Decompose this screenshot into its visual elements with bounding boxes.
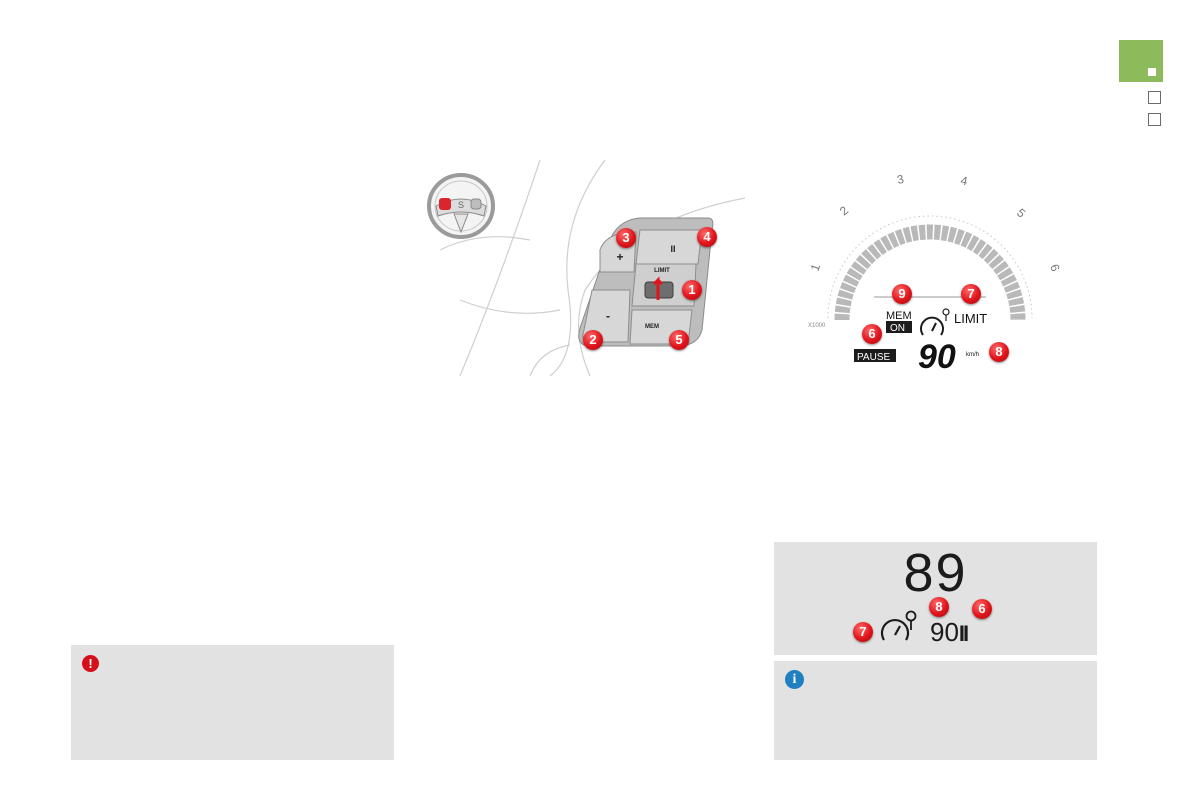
mem-indicator: MEM xyxy=(886,310,912,322)
hud-callout-8: 8 xyxy=(929,597,949,617)
speed-limiter-gauge-icon xyxy=(920,308,950,336)
plus-button-symbol: + xyxy=(616,250,623,264)
steering-wheel-thumbnail: S xyxy=(424,170,499,242)
info-panel xyxy=(774,661,1097,760)
hud-speed-limiter-icon xyxy=(880,604,920,644)
callout-2: 2 xyxy=(583,330,603,350)
speed-unit: km/h xyxy=(966,352,979,358)
chapter-tab-marker xyxy=(1148,68,1156,76)
tach-tick-6: 6 xyxy=(1047,262,1063,273)
chapter-tab-box-1[interactable] xyxy=(1148,91,1161,104)
mem-button-label: MEM xyxy=(645,324,659,330)
minus-button-symbol: - xyxy=(606,309,610,323)
hud-current-speed: 89 xyxy=(903,543,968,603)
callout-9: 9 xyxy=(892,284,912,304)
hud-pause-symbol: II xyxy=(958,621,969,646)
callout-3: 3 xyxy=(616,228,636,248)
callout-5: 5 xyxy=(669,330,689,350)
callout-4: 4 xyxy=(697,227,717,247)
pause-indicator: PAUSE xyxy=(857,352,890,363)
chapter-tab-active[interactable] xyxy=(1119,40,1163,82)
set-speed-value: 90 xyxy=(918,338,956,375)
hud-callout-6: 6 xyxy=(972,599,992,619)
tach-tick-1: 1 xyxy=(808,262,824,273)
callout-1: 1 xyxy=(682,280,702,300)
steering-controls-illustration: II + - MEM LIMIT xyxy=(440,160,747,376)
callout-6: 6 xyxy=(862,324,882,344)
pause-button-symbol: II xyxy=(670,244,675,254)
instrument-panel-illustration: 1 2 3 4 5 6 X1000 MEM ON LIMIT PAUSE 90 … xyxy=(790,160,1070,375)
callout-7: 7 xyxy=(961,284,981,304)
limit-selector-label: LIMIT xyxy=(654,268,670,274)
warning-icon: ! xyxy=(82,655,99,672)
tach-unit: X1000 xyxy=(808,323,826,329)
hud-set-speed: 90II xyxy=(930,617,969,648)
tach-tick-5: 5 xyxy=(1014,206,1028,221)
limit-indicator: LIMIT xyxy=(954,311,987,326)
tach-tick-3: 3 xyxy=(896,172,906,187)
tach-tick-2: 2 xyxy=(837,203,851,218)
hud-callout-7: 7 xyxy=(853,622,873,642)
tach-tick-4: 4 xyxy=(959,173,969,188)
info-icon: i xyxy=(785,670,804,689)
mem-on-indicator: ON xyxy=(890,323,905,334)
chapter-tab-box-2[interactable] xyxy=(1148,113,1161,126)
callout-8: 8 xyxy=(989,342,1009,362)
hud-set-speed-value: 90 xyxy=(930,617,959,647)
svg-text:S: S xyxy=(458,200,464,210)
warning-panel xyxy=(71,645,394,760)
